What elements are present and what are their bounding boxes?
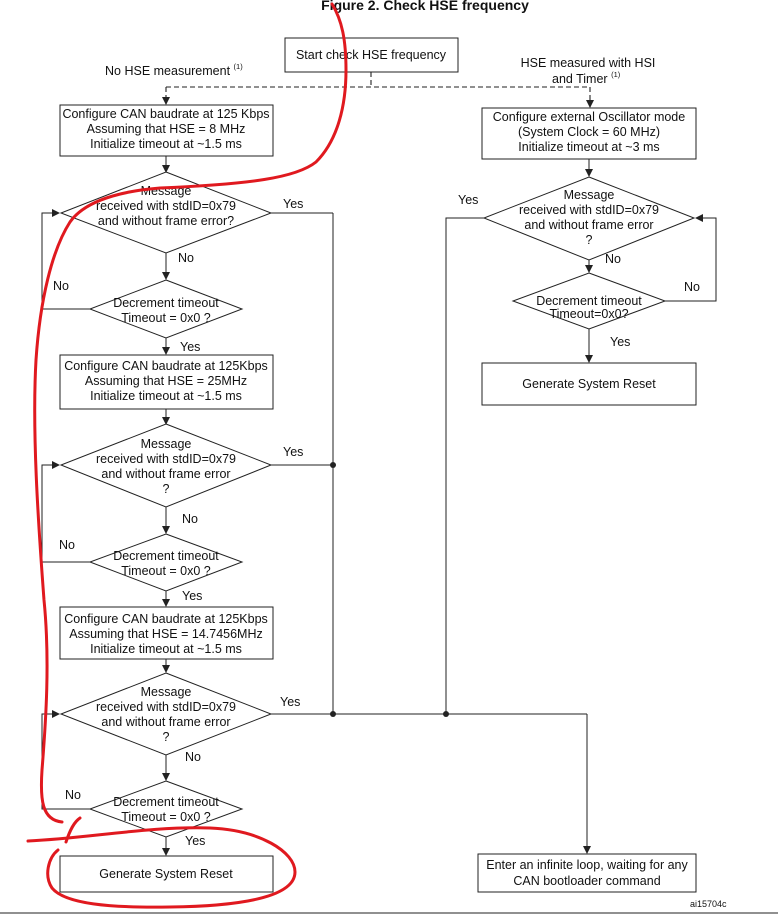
decision-right-line3: and without frame error	[524, 218, 653, 232]
decision-2-line4: ?	[163, 482, 170, 496]
yes-label: Yes	[180, 340, 200, 354]
config-box-14mhz-line1: Configure CAN baudrate at 125Kbps	[64, 612, 268, 626]
start-box	[284, 37, 459, 73]
generate-reset-box-right	[481, 362, 697, 406]
decision-right-line4: ?	[586, 233, 593, 247]
config-box-25mhz-line2: Assuming that HSE = 25MHz	[85, 374, 247, 388]
config-box-8mhz-line3: Initialize timeout at ~1.5 ms	[90, 137, 242, 151]
yes-label: Yes	[283, 197, 303, 211]
config-box-25mhz-line1: Configure CAN baudrate at 125Kbps	[64, 359, 268, 373]
no-label: No	[185, 750, 201, 764]
decision-right-line2: received with stdID=0x79	[519, 203, 659, 217]
yes-label: Yes	[182, 589, 202, 603]
timeout-2-line2: Timeout = 0x0 ?	[121, 564, 211, 578]
decision-1-line3: and without frame error?	[98, 214, 234, 228]
timeout-1-line2: Timeout = 0x0 ?	[121, 311, 211, 325]
start-box-text: Start check HSE frequency	[296, 48, 447, 62]
no-label: No	[182, 512, 198, 526]
decision-3-line1: Message	[141, 685, 192, 699]
yes-label: Yes	[458, 193, 478, 207]
no-label: No	[605, 252, 621, 266]
timeout-2-line1: Decrement timeout	[113, 549, 219, 563]
junction-dot	[330, 462, 336, 468]
decision-3-line4: ?	[163, 730, 170, 744]
junction-dot	[330, 711, 336, 717]
red-annotation-stroke	[33, 2, 348, 824]
figure-title: Figure 2. Check HSE frequency	[321, 0, 529, 13]
yes-label: Yes	[280, 695, 300, 709]
branch-right-label-2: and Timer (1)	[552, 70, 621, 86]
generate-reset-right-text: Generate System Reset	[522, 377, 656, 391]
yes-line-right	[445, 217, 484, 714]
config-box-25mhz-line3: Initialize timeout at ~1.5 ms	[90, 389, 242, 403]
infinite-loop-line2: CAN bootloader command	[513, 874, 660, 888]
infinite-loop-box	[477, 853, 697, 893]
config-box-14mhz-line2: Assuming that HSE = 14.7456MHz	[69, 627, 263, 641]
no-label: No	[53, 279, 69, 293]
timeout-3-line2: Timeout = 0x0 ?	[121, 810, 211, 824]
decision-2-line1: Message	[141, 437, 192, 451]
config-box-14mhz	[59, 606, 274, 660]
decision-2-line3: and without frame error	[101, 467, 230, 481]
config-box-25mhz	[59, 354, 274, 410]
config-box-8mhz-line2: Assuming that HSE = 8 MHz	[87, 122, 246, 136]
no-label: No	[178, 251, 194, 265]
config-box-8mhz-line1: Configure CAN baudrate at 125 Kbps	[62, 107, 269, 121]
config-oscillator-line2: (System Clock = 60 MHz)	[518, 125, 660, 139]
generate-reset-box-left	[59, 855, 274, 893]
yes-label: Yes	[185, 834, 205, 848]
timeout-right-line2: Timeout=0x0?	[549, 307, 628, 321]
config-box-8mhz	[59, 104, 274, 157]
config-oscillator-line3: Initialize timeout at ~3 ms	[518, 140, 659, 154]
config-box-14mhz-line3: Initialize timeout at ~1.5 ms	[90, 642, 242, 656]
generate-reset-left-text: Generate System Reset	[99, 867, 233, 881]
decision-3-line3: and without frame error	[101, 715, 230, 729]
red-annotation-circle	[26, 826, 297, 909]
timeout-right-line1: Decrement timeout	[536, 294, 642, 308]
yes-label: Yes	[283, 445, 303, 459]
timeout-3-line1: Decrement timeout	[113, 795, 219, 809]
config-box-oscillator	[481, 107, 697, 160]
decision-1-line2: received with stdID=0x79	[96, 199, 236, 213]
decision-2-line2: received with stdID=0x79	[96, 452, 236, 466]
infinite-loop-line1: Enter an infinite loop, waiting for any	[486, 858, 688, 872]
decision-3-line2: received with stdID=0x79	[96, 700, 236, 714]
yes-label: Yes	[610, 335, 630, 349]
no-label: No	[684, 280, 700, 294]
timeout-1-line1: Decrement timeout	[113, 296, 219, 310]
branch-right-label-1: HSE measured with HSI	[521, 56, 656, 70]
loop-back-line-right	[665, 214, 717, 302]
no-label: No	[59, 538, 75, 552]
branch-left-label: No HSE measurement (1)	[105, 62, 243, 78]
loop-back-line-1	[41, 209, 90, 310]
no-label: No	[65, 788, 81, 802]
decision-right-line1: Message	[564, 188, 615, 202]
config-oscillator-line1: Configure external Oscillator mode	[493, 110, 685, 124]
figure-code: ai15704c	[690, 899, 727, 909]
loop-back-line-2	[41, 461, 90, 563]
